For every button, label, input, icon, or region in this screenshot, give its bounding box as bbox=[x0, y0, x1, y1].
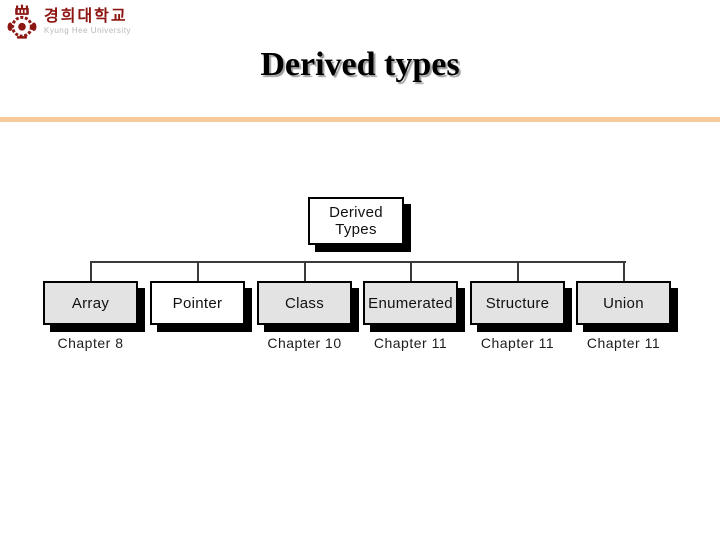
connector-stub-structure bbox=[517, 261, 519, 281]
branch-horizontal-line bbox=[91, 261, 626, 263]
connector-stub-enumerated bbox=[410, 261, 412, 281]
type-node-label: Union bbox=[603, 294, 644, 312]
type-node-union: Union bbox=[576, 281, 671, 325]
type-node-class: Class bbox=[257, 281, 352, 325]
connector-stub-class bbox=[304, 261, 306, 281]
chapter-label-union: Chapter 11 bbox=[586, 335, 661, 351]
chapter-label-enumerated: Chapter 11 bbox=[373, 335, 448, 351]
type-node-enumerated: Enumerated bbox=[363, 281, 458, 325]
university-emblem-icon bbox=[7, 4, 37, 39]
type-node-pointer: Pointer bbox=[150, 281, 245, 325]
chapter-label-class: Chapter 10 bbox=[267, 335, 342, 351]
type-node-label: Structure bbox=[485, 294, 550, 312]
university-names: 경희대학교 Kyung Hee University bbox=[44, 8, 131, 35]
page-title: Derived types bbox=[260, 46, 460, 83]
title-divider bbox=[0, 117, 720, 122]
type-node-label: Class bbox=[284, 294, 324, 312]
connector-stub-pointer bbox=[197, 261, 199, 281]
chapter-label-structure: Chapter 11 bbox=[480, 335, 555, 351]
type-node-structure: Structure bbox=[470, 281, 565, 325]
connector-stub-union bbox=[623, 261, 625, 281]
root-node-label-line1: Derived bbox=[329, 204, 383, 221]
type-node-label: Enumerated bbox=[368, 294, 453, 312]
university-name-korean: 경희대학교 bbox=[44, 8, 128, 25]
root-node-label-line2: Types bbox=[335, 221, 377, 238]
type-node-label: Array bbox=[71, 294, 110, 312]
connector-stub-array bbox=[90, 261, 92, 281]
university-name-english: Kyung Hee University bbox=[44, 26, 131, 35]
chapter-label-array: Chapter 8 bbox=[57, 335, 124, 351]
type-node-label: Pointer bbox=[172, 294, 223, 312]
root-node-derived-types: Derived Types bbox=[308, 197, 404, 245]
type-node-array: Array bbox=[43, 281, 138, 325]
university-logo: 경희대학교 Kyung Hee University bbox=[5, 4, 131, 41]
